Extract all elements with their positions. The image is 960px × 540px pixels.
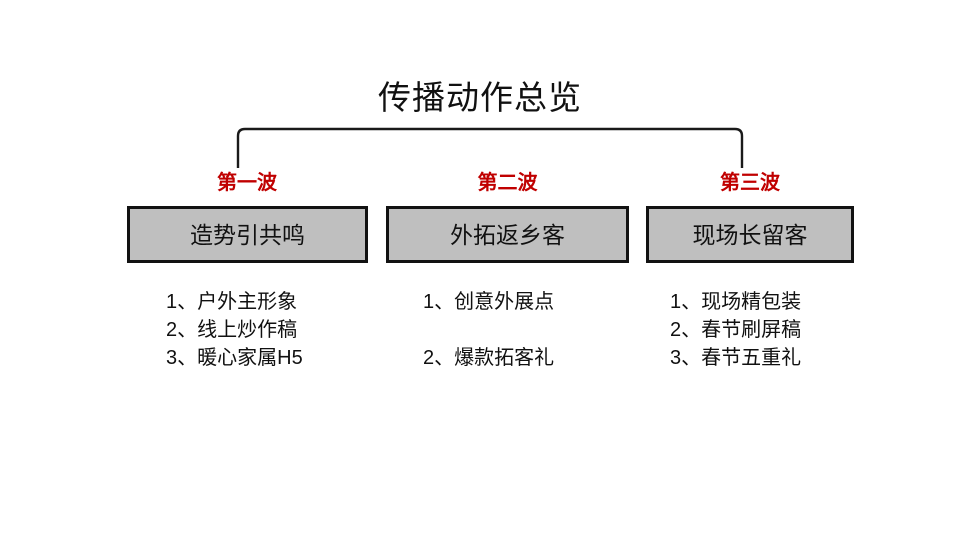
list-item-index: 2、 bbox=[423, 347, 455, 369]
list-item-text: 现场精包装 bbox=[701, 291, 802, 313]
list-item-index: 1、 bbox=[670, 291, 702, 313]
list-item-text: 春节五重礼 bbox=[701, 347, 802, 369]
list-item: 1、创意外展点 bbox=[423, 288, 554, 316]
list-item-text: 春节刷屏稿 bbox=[701, 319, 802, 341]
item-list-2: 1、创意外展点 2、爆款拓客礼 bbox=[423, 288, 554, 372]
list-item-index: 2、 bbox=[670, 319, 702, 341]
list-item-index: 1、 bbox=[423, 291, 455, 313]
list-item-index: 1、 bbox=[166, 291, 198, 313]
list-item-text: 爆款拓客礼 bbox=[454, 347, 555, 369]
list-item-index: 3、 bbox=[166, 347, 198, 369]
phase-box-3[interactable]: 现场长留客 bbox=[646, 206, 854, 263]
wave-label-3: 第三波 bbox=[720, 172, 780, 194]
bracket-connector bbox=[230, 124, 750, 172]
list-item: 1、户外主形象 bbox=[166, 288, 303, 316]
list-item: 3、暖心家属H5 bbox=[166, 344, 303, 372]
list-item-index: 2、 bbox=[166, 319, 198, 341]
list-item: 3、春节五重礼 bbox=[670, 344, 801, 372]
list-item-text: 线上炒作稿 bbox=[197, 319, 298, 341]
phase-box-3-label: 现场长留客 bbox=[692, 221, 808, 248]
item-list-1: 1、户外主形象 2、线上炒作稿 3、暖心家属H5 bbox=[166, 288, 303, 372]
phase-box-1[interactable]: 造势引共鸣 bbox=[127, 206, 368, 263]
item-list-3: 1、现场精包装 2、春节刷屏稿 3、春节五重礼 bbox=[670, 288, 801, 372]
list-item-text: 暖心家属H5 bbox=[197, 347, 303, 369]
list-item-index: 3、 bbox=[670, 347, 702, 369]
list-item: 2、春节刷屏稿 bbox=[670, 316, 801, 344]
page-title: 传播动作总览 bbox=[378, 79, 582, 116]
wave-label-2: 第二波 bbox=[477, 172, 538, 194]
bracket-icon bbox=[236, 127, 744, 168]
phase-box-2-label: 外拓返乡客 bbox=[450, 221, 565, 248]
list-item-text: 创意外展点 bbox=[454, 291, 555, 313]
phase-box-2[interactable]: 外拓返乡客 bbox=[386, 206, 629, 263]
wave-label-1: 第一波 bbox=[217, 172, 277, 194]
list-item-text: 户外主形象 bbox=[197, 291, 298, 313]
list-item: 1、现场精包装 bbox=[670, 288, 801, 316]
list-item: 2、爆款拓客礼 bbox=[423, 344, 554, 372]
list-item: 2、线上炒作稿 bbox=[166, 316, 303, 344]
phase-box-1-label: 造势引共鸣 bbox=[190, 221, 305, 248]
